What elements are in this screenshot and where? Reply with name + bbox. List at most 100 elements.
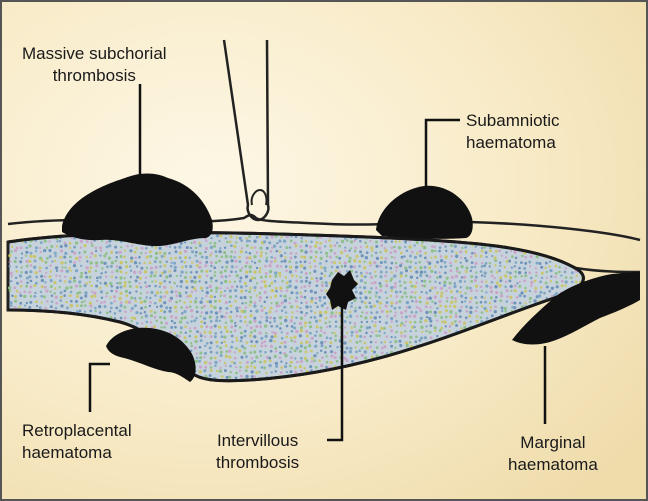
placenta-speckle xyxy=(429,306,431,308)
placenta-speckle xyxy=(271,235,274,238)
placenta-speckle xyxy=(264,340,267,343)
placenta-speckle xyxy=(273,245,276,248)
placenta-speckle xyxy=(230,319,233,322)
placenta-speckle xyxy=(328,274,331,277)
placenta-speckle xyxy=(275,302,278,305)
placenta-speckle xyxy=(308,321,311,324)
placenta-speckle xyxy=(289,280,292,283)
placenta-speckle xyxy=(256,295,258,297)
placenta-speckle xyxy=(260,337,263,340)
placenta-speckle xyxy=(355,255,358,258)
placenta-speckle xyxy=(558,266,561,269)
placenta-speckle xyxy=(334,335,337,338)
placenta-speckle xyxy=(299,350,302,353)
placenta-speckle xyxy=(385,257,388,260)
placenta-speckle xyxy=(419,266,422,269)
placenta-speckle xyxy=(386,352,388,354)
placenta-speckle xyxy=(250,331,253,334)
placenta-speckle xyxy=(205,240,208,243)
placenta-speckle xyxy=(53,281,56,284)
placenta-speckle xyxy=(374,321,376,323)
placenta-speckle xyxy=(324,322,327,325)
placenta-speckle xyxy=(214,365,217,368)
placenta-speckle xyxy=(56,245,58,247)
placenta-speckle xyxy=(224,369,227,372)
placenta-speckle xyxy=(428,275,431,278)
placenta-speckle xyxy=(295,330,298,333)
placenta-speckle xyxy=(256,282,258,284)
placenta-speckle xyxy=(299,292,301,294)
placenta-speckle xyxy=(240,240,242,242)
placenta-speckle xyxy=(330,355,333,358)
placenta-speckle xyxy=(185,331,187,333)
placenta-speckle xyxy=(381,352,384,355)
placenta-speckle xyxy=(309,266,311,268)
placenta-speckle xyxy=(54,260,56,262)
placenta-speckle xyxy=(309,332,312,335)
placenta-speckle xyxy=(226,376,229,379)
placenta-speckle xyxy=(275,370,277,372)
placenta-speckle xyxy=(235,372,238,375)
placenta-speckle xyxy=(300,264,303,267)
placenta-speckle xyxy=(438,300,441,303)
placenta-speckle xyxy=(253,366,256,369)
placenta-speckle xyxy=(41,279,44,282)
placenta-speckle xyxy=(201,256,204,259)
placenta-speckle xyxy=(23,290,26,293)
placenta-speckle xyxy=(364,316,367,319)
placenta-speckle xyxy=(146,267,148,269)
placenta-speckle xyxy=(234,322,236,324)
placenta-speckle xyxy=(523,295,526,298)
placenta-speckle xyxy=(321,356,324,359)
placenta-speckle xyxy=(225,321,227,323)
placenta-speckle xyxy=(305,305,308,308)
placenta-speckle xyxy=(221,375,224,378)
placenta-speckle xyxy=(295,317,298,320)
placenta-speckle xyxy=(330,315,333,318)
placenta-speckle xyxy=(203,369,206,372)
placenta-speckle xyxy=(451,276,454,279)
placenta-speckle xyxy=(385,266,388,269)
placenta-speckle xyxy=(196,357,198,359)
placenta-speckle xyxy=(40,295,43,298)
placenta-speckle xyxy=(59,286,61,288)
placenta-speckle xyxy=(206,275,209,278)
placenta-speckle xyxy=(229,241,232,244)
placenta-speckle xyxy=(514,285,517,288)
placenta-speckle xyxy=(190,242,192,244)
placenta-speckle xyxy=(246,240,249,243)
placenta-speckle xyxy=(381,347,384,350)
placenta-speckle xyxy=(314,245,317,248)
placenta-speckle xyxy=(549,261,551,263)
placenta-speckle xyxy=(89,276,92,279)
placenta-speckle xyxy=(59,240,62,243)
placenta-speckle xyxy=(185,291,187,293)
placenta-speckle xyxy=(365,256,368,259)
placenta-speckle xyxy=(434,302,437,305)
placenta-speckle xyxy=(281,309,284,312)
placenta-speckle xyxy=(141,247,144,250)
placenta-speckle xyxy=(369,261,372,264)
placenta-speckle xyxy=(128,301,131,304)
placenta-speckle xyxy=(390,251,393,254)
placenta-speckle xyxy=(373,351,376,354)
placenta-speckle xyxy=(245,256,248,259)
placenta-speckle xyxy=(14,300,17,303)
placenta-speckle xyxy=(270,302,272,304)
placenta-speckle xyxy=(371,255,373,257)
placenta-speckle xyxy=(283,240,286,243)
placenta-speckle xyxy=(75,257,78,260)
placenta-speckle xyxy=(60,245,63,248)
placenta-speckle xyxy=(218,250,221,253)
placenta-speckle xyxy=(464,300,466,302)
placenta-speckle xyxy=(315,251,318,254)
placenta-speckle xyxy=(334,339,337,342)
placenta-speckle xyxy=(50,285,53,288)
placenta-speckle xyxy=(234,260,237,263)
placenta-speckle xyxy=(163,316,166,319)
placenta-speckle xyxy=(326,307,329,310)
placenta-speckle xyxy=(66,306,69,309)
placenta-speckle xyxy=(229,365,232,368)
placenta-speckle xyxy=(83,300,85,302)
placenta-speckle xyxy=(84,291,87,294)
